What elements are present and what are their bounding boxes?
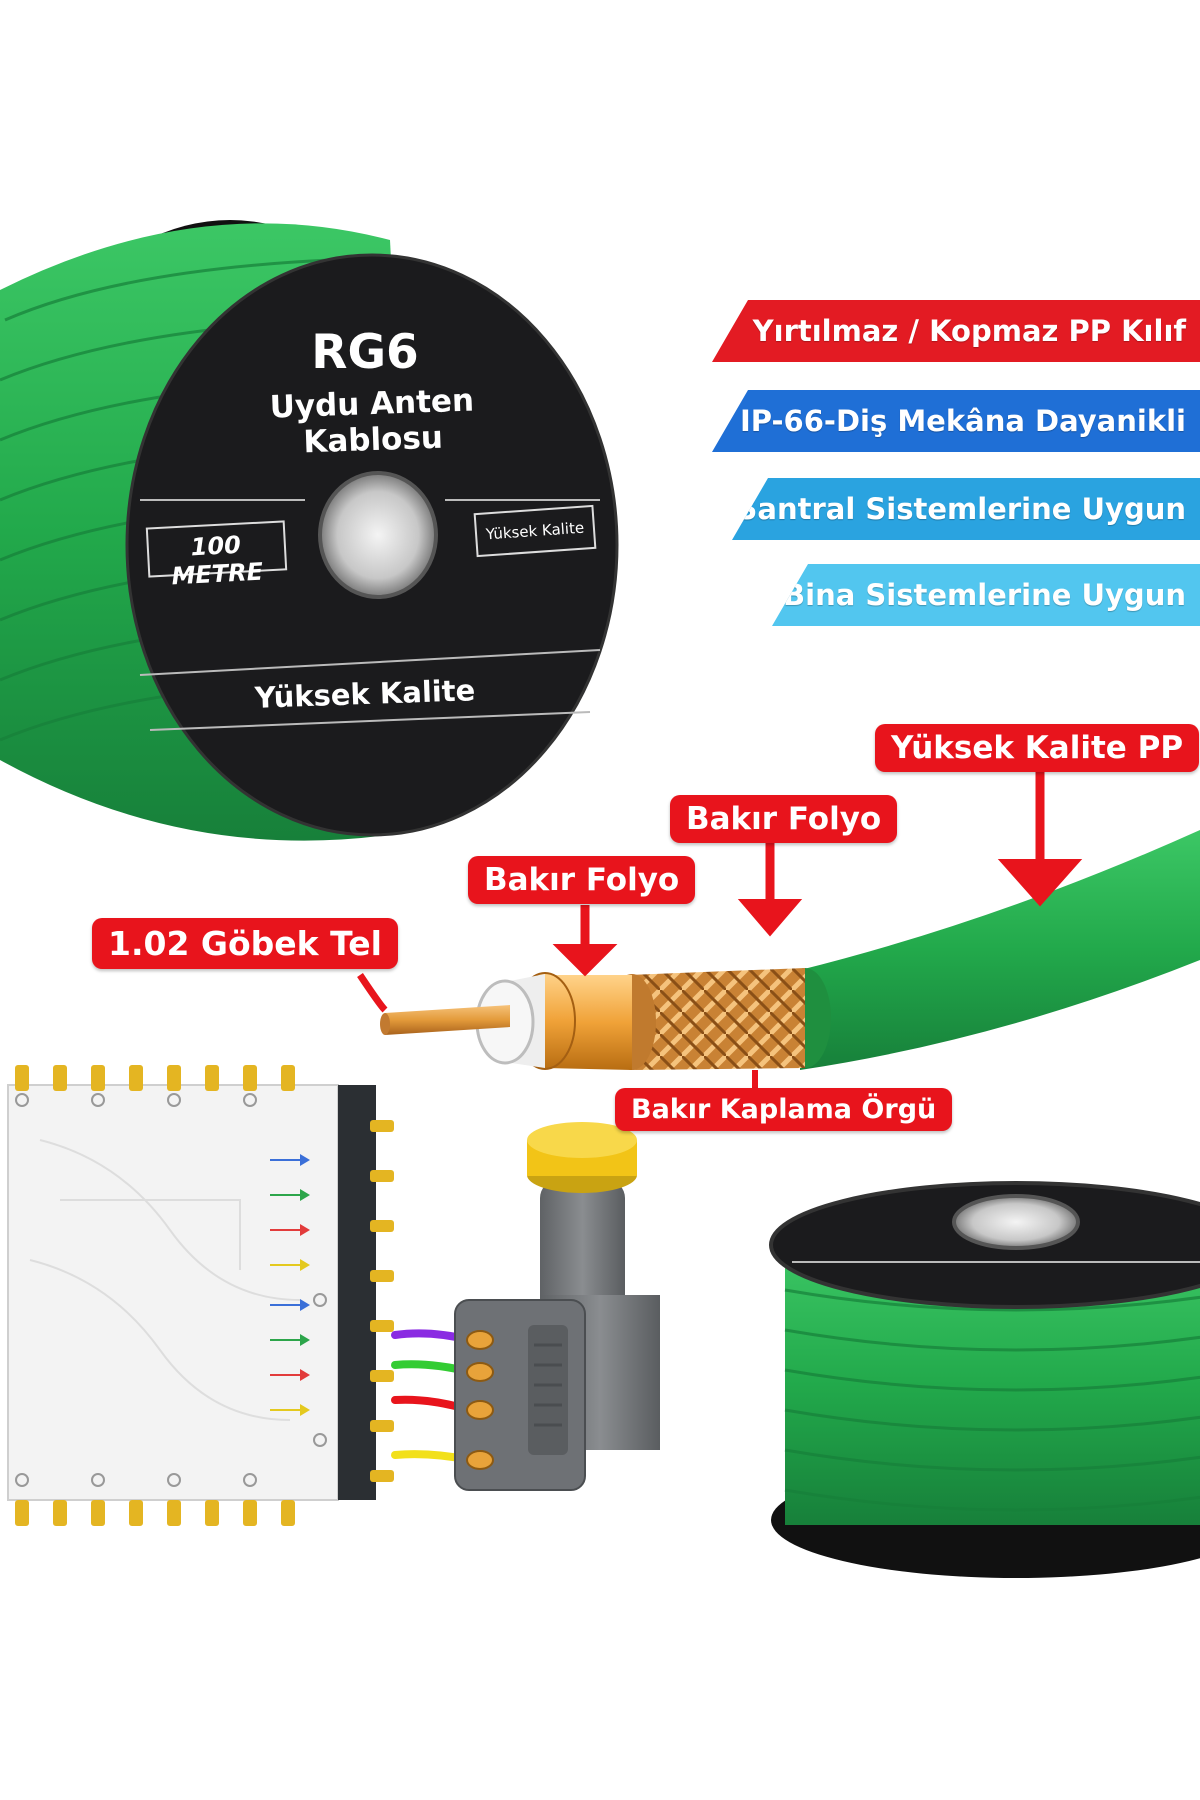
callout-core: 1.02 Göbek Tel	[92, 918, 398, 969]
feature-label: Yırtılmaz / Kopmaz PP Kılıf	[752, 314, 1186, 348]
feature-banner-ip66: IP-66-Diş Mekâna Dayanikli	[712, 390, 1200, 452]
callout-arrows	[357, 770, 1083, 1095]
lnb-device	[454, 1122, 660, 1491]
reel-title: RG6	[311, 325, 419, 380]
small-cable-reel	[769, 1181, 1200, 1578]
feature-banner-tear-resistant: Yırtılmaz / Kopmaz PP Kılıf	[712, 300, 1200, 362]
feature-label: Bina Sistemlerine Uygun	[783, 578, 1186, 612]
callout-braid: Bakır Kaplama Örgü	[615, 1088, 953, 1131]
reel-length-badge: 100 METRE	[170, 530, 264, 591]
feature-banner-building-systems: Bina Sistemlerine Uygun	[772, 564, 1200, 626]
feature-banner-central-systems: Santral Sistemlerine Uygun	[732, 478, 1200, 540]
callout-jacket: Yüksek Kalite PP	[875, 724, 1200, 772]
callout-foil-outer: Bakır Folyo	[670, 795, 898, 843]
coax-cable-diagram	[380, 830, 1200, 1070]
large-cable-reel	[0, 220, 619, 841]
feature-label: IP-66-Diş Mekâna Dayanikli	[739, 404, 1186, 438]
feature-label: Santral Sistemlerine Uygun	[736, 492, 1186, 526]
multiswitch-device	[7, 1065, 394, 1526]
reel-subtitle: Uydu Anten Kablosu	[269, 382, 475, 461]
callout-foil-inner: Bakır Folyo	[468, 856, 696, 904]
